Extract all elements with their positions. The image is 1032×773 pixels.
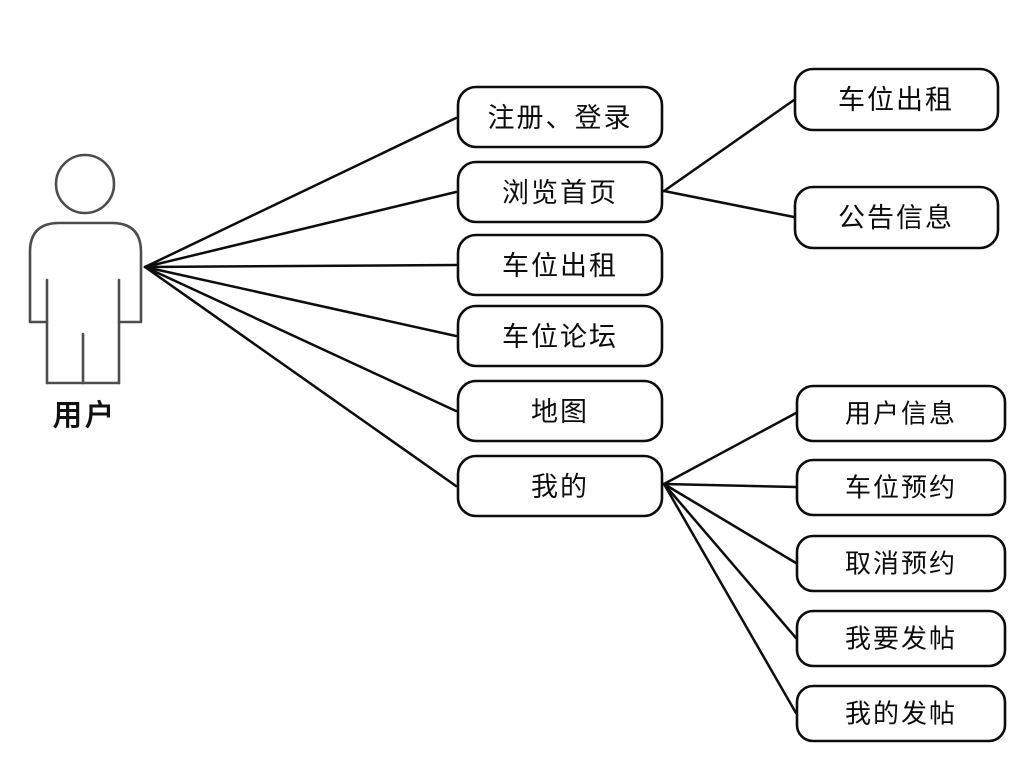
node-label: 车位预约	[845, 474, 957, 503]
node-box	[795, 684, 1007, 743]
usecase-node-parking-reservation: 车位预约	[795, 458, 1007, 517]
usecase-node-user-info: 用户信息	[795, 384, 1007, 443]
actor-user: 用户	[28, 153, 143, 432]
node-label: 我的发帖	[845, 700, 957, 729]
edge-mine-my-posts	[662, 482, 798, 715]
actor-label: 用户	[53, 398, 117, 432]
usecase-node-map: 地图	[456, 379, 664, 443]
node-box	[793, 185, 1000, 250]
edge-mine-create-post	[662, 482, 798, 640]
edge-mine-cancel-reservation	[662, 482, 798, 565]
node-label: 地图	[531, 397, 589, 427]
edge-mine-parking-reservation	[662, 482, 798, 489]
node-box	[456, 160, 664, 224]
node-box	[456, 304, 664, 368]
actor-head	[54, 153, 116, 215]
node-label: 浏览首页	[502, 178, 618, 208]
node-box	[795, 534, 1007, 593]
node-label: 取消预约	[845, 550, 957, 579]
node-box	[795, 458, 1007, 517]
usecase-node-parking-rent: 车位出租	[456, 233, 664, 297]
edge-user-register-login	[143, 116, 458, 269]
node-box	[456, 454, 664, 518]
node-label: 我的	[531, 472, 589, 502]
edge-user-browse-home	[143, 190, 458, 269]
node-label: 公告信息	[838, 203, 954, 233]
usecase-node-browse-home: 浏览首页	[456, 160, 664, 224]
node-box	[456, 379, 664, 443]
node-box	[456, 85, 664, 149]
usecase-node-mine: 我的	[456, 454, 664, 518]
edge-mine-user-info	[662, 411, 798, 486]
node-box	[795, 609, 1007, 668]
edge-user-map	[143, 265, 458, 413]
usecase-node-register-login: 注册、登录	[456, 85, 664, 149]
usecase-node-announcement-info: 公告信息	[793, 185, 1000, 250]
node-label: 车位出租	[838, 85, 954, 115]
edge-browse-announcement	[662, 189, 796, 219]
node-label: 我要发帖	[845, 625, 957, 654]
edge-user-mine	[143, 265, 458, 488]
actor-torso	[28, 221, 143, 324]
node-label: 车位论坛	[502, 322, 618, 352]
node-label: 用户信息	[845, 400, 957, 429]
node-box	[793, 67, 1000, 132]
usecase-node-cancel-reservation: 取消预约	[795, 534, 1007, 593]
edge-user-parking-rent	[143, 263, 458, 269]
node-label: 注册、登录	[488, 103, 633, 133]
node-box	[795, 384, 1007, 443]
usecase-node-parking-rent-sub: 车位出租	[793, 67, 1000, 132]
usecase-node-my-posts: 我的发帖	[795, 684, 1007, 743]
usecase-node-create-post: 我要发帖	[795, 609, 1007, 668]
edge-browse-parking-rent	[662, 98, 796, 193]
edge-group-browse-home	[662, 98, 796, 219]
edge-user-parking-forum	[143, 265, 458, 338]
usecase-node-parking-forum: 车位论坛	[456, 304, 664, 368]
edge-group-mine	[662, 411, 798, 715]
node-label: 车位出租	[502, 251, 618, 281]
edge-group-user	[143, 116, 458, 488]
node-box	[456, 233, 664, 297]
